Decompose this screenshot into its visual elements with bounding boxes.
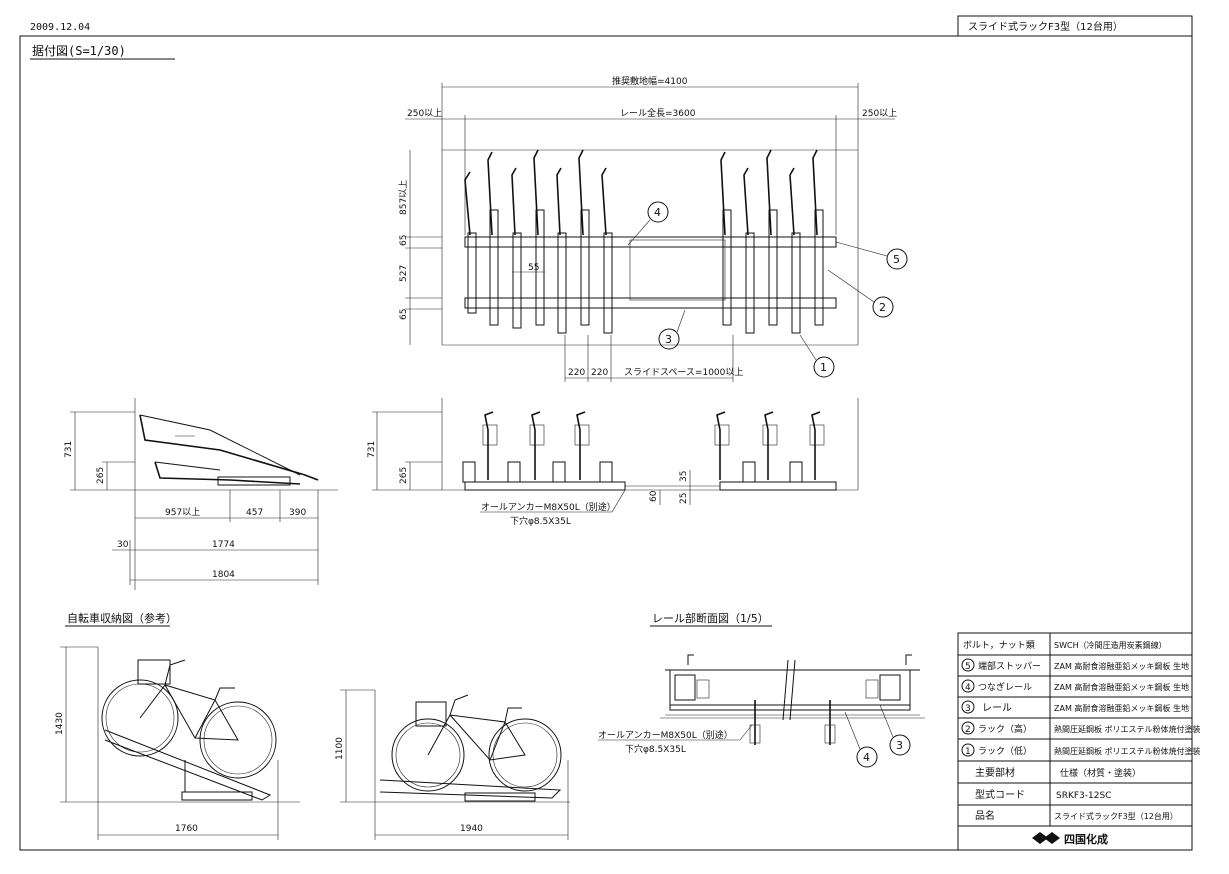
plan-dim-65a: 65 <box>399 235 409 246</box>
front-anchor-note: オールアンカーM8X50L（別途） <box>481 501 616 513</box>
spec-num-5: 1 <box>965 747 971 757</box>
rail-section-view: 4 3 オールアンカーM8X50L（別途） 下穴φ8.5X35L <box>598 654 925 768</box>
plan-right-racks <box>720 149 824 334</box>
spec-part-1: 端部ストッパー <box>978 660 1041 672</box>
spec-value-2: ZAM 高耐食溶融亜鉛メッキ鋼板 生地 <box>1054 682 1189 692</box>
spec-header-spec: 仕様（材質・塗装） <box>1060 767 1141 779</box>
plan-dim-55: 55 <box>528 263 539 273</box>
plan-dim-220a: 220 <box>568 368 585 378</box>
bike-view-right: 1100 1940 <box>335 689 570 840</box>
plan-callout-3: 3 <box>658 309 686 350</box>
rail-section-title: レール部断面図（1/5） <box>652 611 769 625</box>
spec-num-2: 4 <box>965 683 971 693</box>
rail-anchor-note: オールアンカーM8X50L（別途） <box>598 729 733 741</box>
plan-callout-2: 2 <box>827 269 894 318</box>
spec-value-0: SWCH（冷間圧造用炭素鋼線） <box>1054 640 1167 650</box>
bike-dim-1430: 1430 <box>55 712 65 735</box>
side-dim-957: 957以上 <box>165 507 200 518</box>
rail-callout-3: 3 <box>896 739 903 752</box>
svg-text:2: 2 <box>879 301 886 314</box>
plan-callout-1: 1 <box>799 334 835 378</box>
plan-dim-857: 857以上 <box>398 180 409 215</box>
rail-hole-note: 下穴φ8.5X35L <box>625 743 686 755</box>
spec-table: ボルト，ナット類 SWCH（冷間圧造用炭素鋼線） 5 端部ストッパー ZAM 高… <box>957 632 1201 851</box>
front-high-racks <box>482 411 825 480</box>
plan-right-margin: 250以上 <box>862 108 897 119</box>
svg-text:3: 3 <box>665 333 672 346</box>
bike-section-title: 自転車収納図（参考） <box>67 611 177 625</box>
svg-text:1: 1 <box>820 361 827 374</box>
front-dim-731: 731 <box>367 441 377 458</box>
spec-name-label: 品名 <box>975 809 995 822</box>
side-dim-457: 457 <box>246 508 263 518</box>
spec-num-1: 5 <box>965 662 971 672</box>
plan-rail-length: レール全長=3600 <box>620 107 696 119</box>
spec-part-3: レール <box>982 703 1012 714</box>
plan-slide-space: スライドスペース=1000以上 <box>624 367 743 378</box>
plan-view: 推奨敷地幅=4100 レール全長=3600 250以上 250以上 857以上 … <box>398 75 908 382</box>
bike-dim-1760: 1760 <box>175 824 198 834</box>
spec-part-4: ラック（高） <box>978 723 1032 735</box>
front-dim-265: 265 <box>399 467 409 484</box>
spec-num-3: 3 <box>965 704 971 714</box>
bike-dim-1100: 1100 <box>335 737 345 760</box>
spec-num-4: 2 <box>965 725 971 735</box>
front-view: 731 265 <box>367 398 859 527</box>
plan-dim-220b: 220 <box>591 368 608 378</box>
plan-left-racks <box>464 149 613 334</box>
plan-total-width: 推奨敷地幅=4100 <box>612 75 688 87</box>
title-box-text: スライド式ラックF3型（12台用） <box>968 20 1123 33</box>
spec-part-2: つなぎレール <box>978 681 1032 693</box>
bike-view-left: 1430 1760 <box>55 646 300 840</box>
side-dim-265: 265 <box>96 467 106 484</box>
side-dim-1774: 1774 <box>212 540 235 550</box>
front-low-racks <box>462 461 803 483</box>
plan-dim-65b: 65 <box>399 309 409 320</box>
spec-value-4: 熱間圧延鋼板 ポリエステル粉体焼付塗装 <box>1054 724 1201 734</box>
spec-value-3: ZAM 高耐食溶融亜鉛メッキ鋼板 生地 <box>1054 703 1189 713</box>
front-dim-60: 60 <box>649 490 659 502</box>
front-dim-25: 25 <box>679 493 689 504</box>
side-dim-731: 731 <box>64 441 74 458</box>
spec-model-value: SRKF3-12SC <box>1056 791 1111 801</box>
main-drawing-title: 据付図(S=1/30) <box>32 44 126 58</box>
drawing-date: 2009.12.04 <box>30 22 90 33</box>
spec-header-part: 主要部材 <box>975 766 1015 779</box>
side-view: 731 265 957以上 457 390 30 1774 1804 <box>64 398 338 590</box>
spec-model-label: 型式コード <box>975 788 1025 801</box>
spec-part-5: ラック（低） <box>978 745 1032 757</box>
plan-dim-527: 527 <box>399 265 409 282</box>
bike-dim-1940: 1940 <box>460 824 483 834</box>
front-hole-note: 下穴φ8.5X35L <box>510 515 571 527</box>
side-dim-1804: 1804 <box>212 570 235 580</box>
plan-callout-4: 4 <box>627 201 669 246</box>
spec-value-1: ZAM 高耐食溶融亜鉛メッキ鋼板 生地 <box>1054 661 1189 671</box>
company-logo-mark <box>1032 832 1060 844</box>
rail-callout-4: 4 <box>863 751 870 764</box>
spec-part-0: ボルト，ナット類 <box>963 640 1035 651</box>
svg-text:4: 4 <box>654 206 661 219</box>
front-dim-35: 35 <box>679 471 689 482</box>
side-dim-30: 30 <box>117 540 129 550</box>
side-dim-390: 390 <box>289 508 306 518</box>
spec-name-value: スライド式ラックF3型（12台用） <box>1054 811 1178 821</box>
plan-left-margin: 250以上 <box>407 108 442 119</box>
company-logo-text: 四国化成 <box>1064 832 1108 846</box>
sheet-frame <box>19 35 1193 851</box>
svg-text:5: 5 <box>893 253 900 266</box>
plan-callout-5: 5 <box>835 241 908 270</box>
spec-value-5: 熱間圧延鋼板 ポリエステル粉体焼付塗装 <box>1054 746 1201 756</box>
